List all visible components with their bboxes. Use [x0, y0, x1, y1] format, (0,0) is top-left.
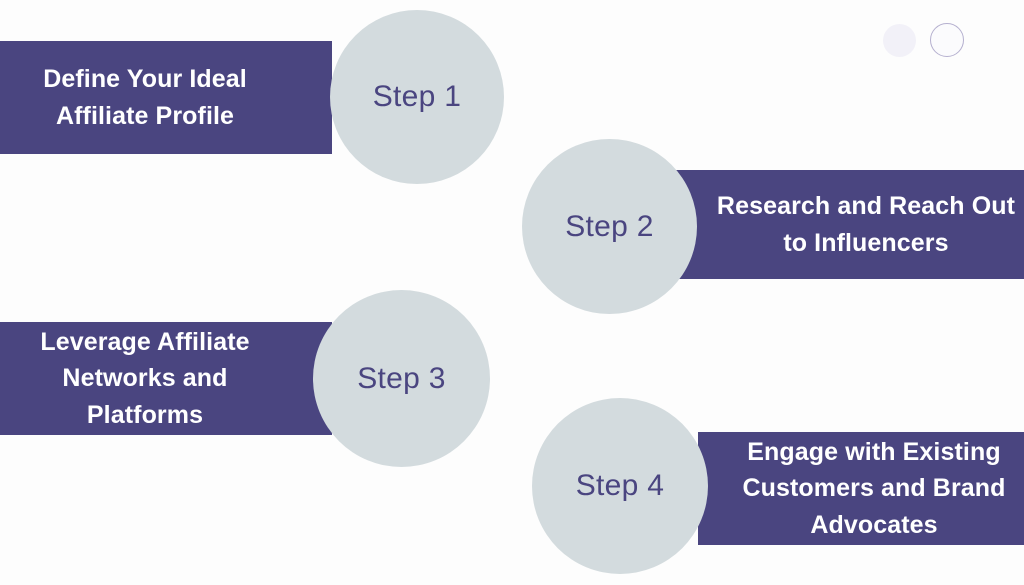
- step-2-title-line-1: Research and Reach Out: [716, 192, 1016, 220]
- step-3-title: Leverage Affiliate Networks and Platform…: [0, 324, 332, 434]
- step-1-title-line-1: Define Your Ideal: [43, 65, 247, 93]
- step-3-badge-label: Step 3: [357, 361, 446, 395]
- step-1-badge-label: Step 1: [372, 80, 462, 113]
- step-3-title-line-3: Platforms: [86, 400, 204, 429]
- step-4-title-line-2: Customers and Brand: [742, 474, 1006, 503]
- step-3-title-line-2: Networks and: [62, 364, 228, 393]
- step-3-label-bar: Leverage Affiliate Networks and Platform…: [0, 322, 332, 435]
- step-2-title: Research and Reach Out to Influencers: [676, 188, 1024, 261]
- step-1-title-line-2: Affiliate Profile: [55, 101, 235, 130]
- step-4-title: Engage with Existing Customers and Brand…: [698, 434, 1024, 544]
- decorative-filled-circle-icon: [883, 24, 916, 57]
- step-4-title-line-1: Engage with Existing: [747, 437, 1001, 466]
- step-4-label-bar: Engage with Existing Customers and Brand…: [698, 432, 1024, 545]
- step-4-title-line-3: Advocates: [810, 510, 938, 539]
- step-4-badge-label: Step 4: [575, 469, 665, 502]
- step-4-badge-circle: Step 4: [532, 398, 708, 574]
- step-3-title-line-1: Leverage Affiliate: [40, 327, 250, 356]
- step-1-label-bar: Define Your Ideal Affiliate Profile: [0, 41, 332, 154]
- step-2-badge-circle: Step 2: [522, 139, 697, 314]
- step-3-badge-circle: Step 3: [313, 290, 490, 467]
- step-2-badge-label: Step 2: [565, 209, 654, 243]
- decorative-outline-circle-icon: [930, 23, 964, 57]
- step-1-badge-circle: Step 1: [330, 10, 504, 184]
- step-2-label-bar: Research and Reach Out to Influencers: [676, 170, 1024, 279]
- step-1-title: Define Your Ideal Affiliate Profile: [0, 61, 332, 134]
- step-2-title-line-2: to Influencers: [783, 228, 949, 257]
